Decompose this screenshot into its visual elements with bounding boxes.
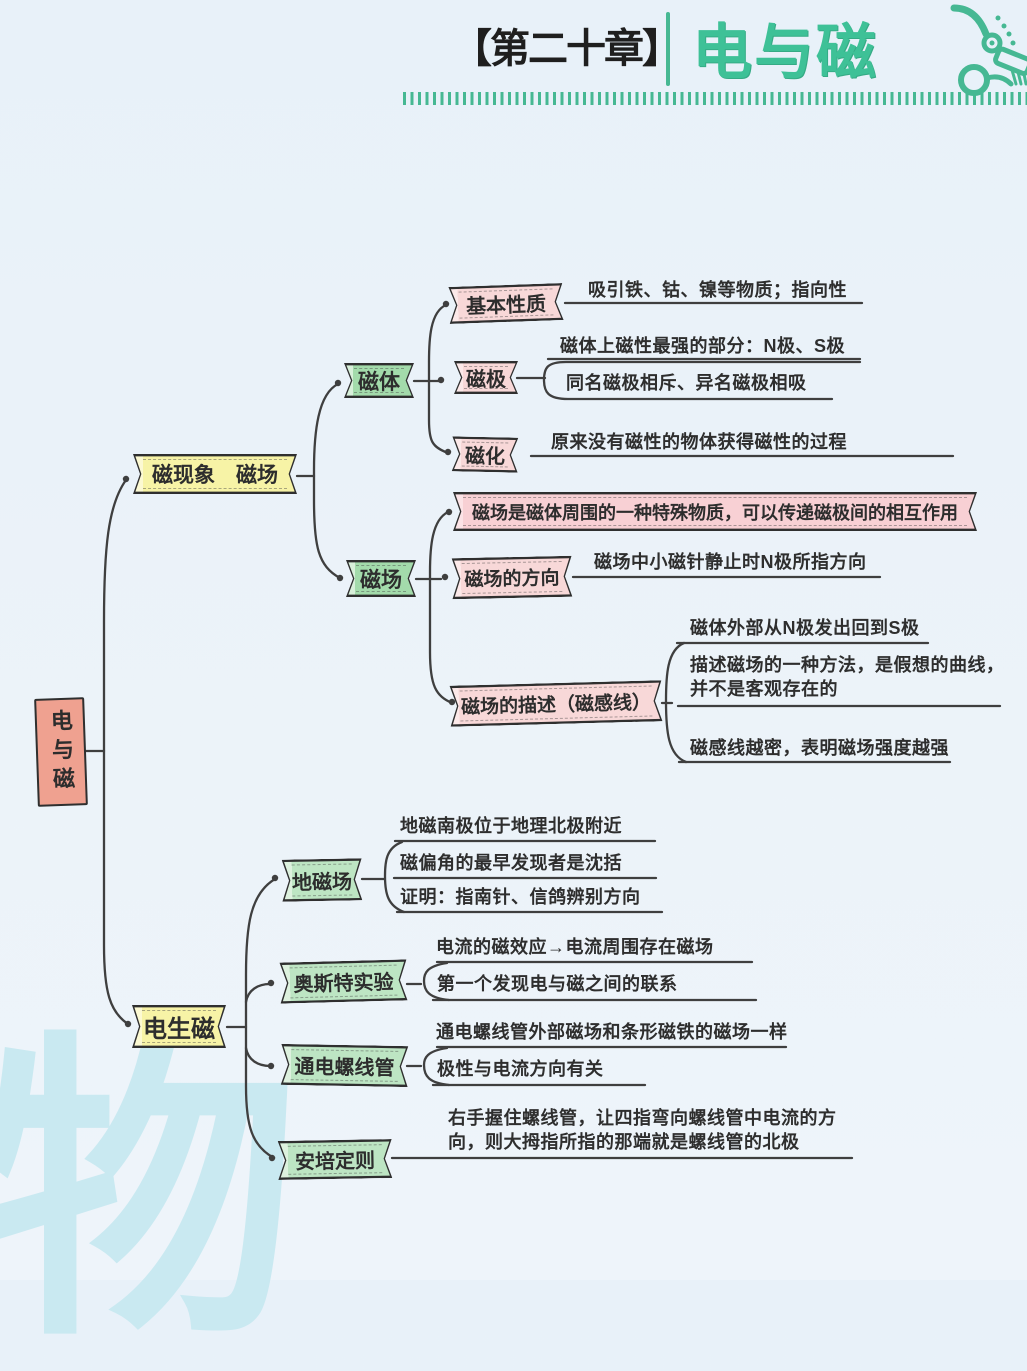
chapter-title: 【第二十章】 xyxy=(452,27,682,71)
basic-property-label: 基本性质 xyxy=(465,293,547,319)
basic-property-note: 吸引铁、钴、镍等物质；指向性 xyxy=(588,280,847,300)
branch2-label: 电生磁 xyxy=(143,1016,215,1043)
solenoid-note-1: 通电螺线管外部磁场和条形磁铁的磁场一样 xyxy=(436,1022,788,1042)
field-node: 磁场 xyxy=(346,560,416,597)
geomagnetic-label: 地磁场 xyxy=(291,870,353,895)
bicycle-doodle-icon xyxy=(950,4,1027,96)
ampere-node: 安培定则 xyxy=(278,1139,393,1180)
ampere-note: 右手握住螺线管，让四指弯向螺线管中电流的方向，则大拇指所指的那端就是螺线管的北极 xyxy=(448,1108,837,1153)
branch1-node: 磁现象 磁场 xyxy=(133,454,297,494)
geomagnetic-note-3: 证明：指南针、信鸽辨别方向 xyxy=(400,887,641,907)
poles-label: 磁极 xyxy=(466,369,506,391)
description-note-3: 磁感线越密，表明磁场强度越强 xyxy=(690,738,949,758)
solenoid-label: 通电螺线管 xyxy=(294,1056,395,1080)
solenoid-note-2: 极性与电流方向有关 xyxy=(437,1059,604,1079)
oersted-note-2: 第一个发现电与磁之间的联系 xyxy=(437,974,678,994)
header-divider xyxy=(666,12,670,86)
solenoid-node: 通电螺线管 xyxy=(281,1044,409,1087)
field-direction-node: 磁场的方向 xyxy=(452,556,573,600)
spine xyxy=(102,478,130,1026)
mindmap-connectors xyxy=(80,300,1002,1162)
field-definition-text: 磁场是磁体周围的一种特殊物质，可以传递磁极间的相互作用 xyxy=(472,502,958,523)
field-definition-banner: 磁场是磁体周围的一种特殊物质，可以传递磁极间的相互作用 xyxy=(453,492,977,531)
magnet-label: 磁体 xyxy=(358,370,400,394)
field-direction-note: 磁场中小磁针静止时N极所指方向 xyxy=(594,552,867,572)
page-title: 电与磁 xyxy=(692,19,878,86)
magnet-node: 磁体 xyxy=(344,363,414,398)
geomagnetic-note-1: 地磁南极位于地理北极附近 xyxy=(400,816,622,836)
branch-dots xyxy=(122,300,456,1162)
geomagnetic-node: 地磁场 xyxy=(282,858,363,901)
branch1-label: 磁现象 磁场 xyxy=(152,464,278,487)
description-note-2: 描述磁场的一种方法，是假想的曲线，并不是客观存在的 xyxy=(690,655,1005,700)
root-node: 电与磁 xyxy=(34,697,88,807)
oersted-label: 奥斯特实验 xyxy=(293,971,394,997)
poles-note-1: 磁体上磁性最强的部分：N极、S极 xyxy=(560,336,846,356)
magnetization-node: 磁化 xyxy=(452,436,519,472)
poles-note-2: 同名磁极相斥、异名磁极相吸 xyxy=(566,373,807,393)
magnetization-label: 磁化 xyxy=(464,445,506,469)
ampere-label: 安培定则 xyxy=(294,1150,376,1174)
branch2-node: 电生磁 xyxy=(132,1005,226,1048)
field-description-label: 磁场的描述（磁感线） xyxy=(460,692,652,719)
basic-property-node: 基本性质 xyxy=(448,283,563,324)
poles-node: 磁极 xyxy=(454,361,518,394)
field-direction-label: 磁场的方向 xyxy=(464,568,560,591)
geomagnetic-note-2: 磁偏角的最早发现者是沈括 xyxy=(400,853,622,873)
field-description-node: 磁场的描述（磁感线） xyxy=(449,680,662,727)
magnetization-note: 原来没有磁性的物体获得磁性的过程 xyxy=(551,432,847,452)
oersted-note-1: 电流的磁效应→电流周围存在磁场 xyxy=(436,937,714,957)
description-note-1: 磁体外部从N极发出回到S极 xyxy=(690,618,920,638)
oersted-node: 奥斯特实验 xyxy=(279,959,407,1003)
field-label: 磁场 xyxy=(360,568,402,592)
root-label: 电与磁 xyxy=(47,708,76,796)
tick-underline xyxy=(403,92,1027,105)
